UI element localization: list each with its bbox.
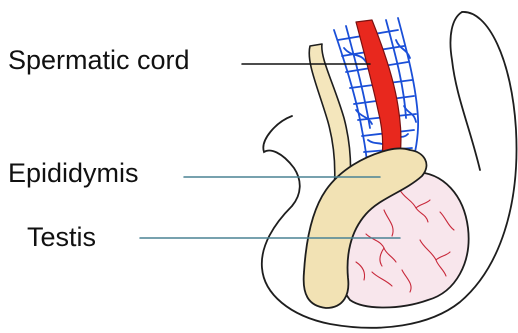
testis-label: Testis <box>27 224 96 251</box>
epididymis-label: Epididymis <box>8 160 139 187</box>
spermatic-cord-label: Spermatic cord <box>8 47 190 74</box>
